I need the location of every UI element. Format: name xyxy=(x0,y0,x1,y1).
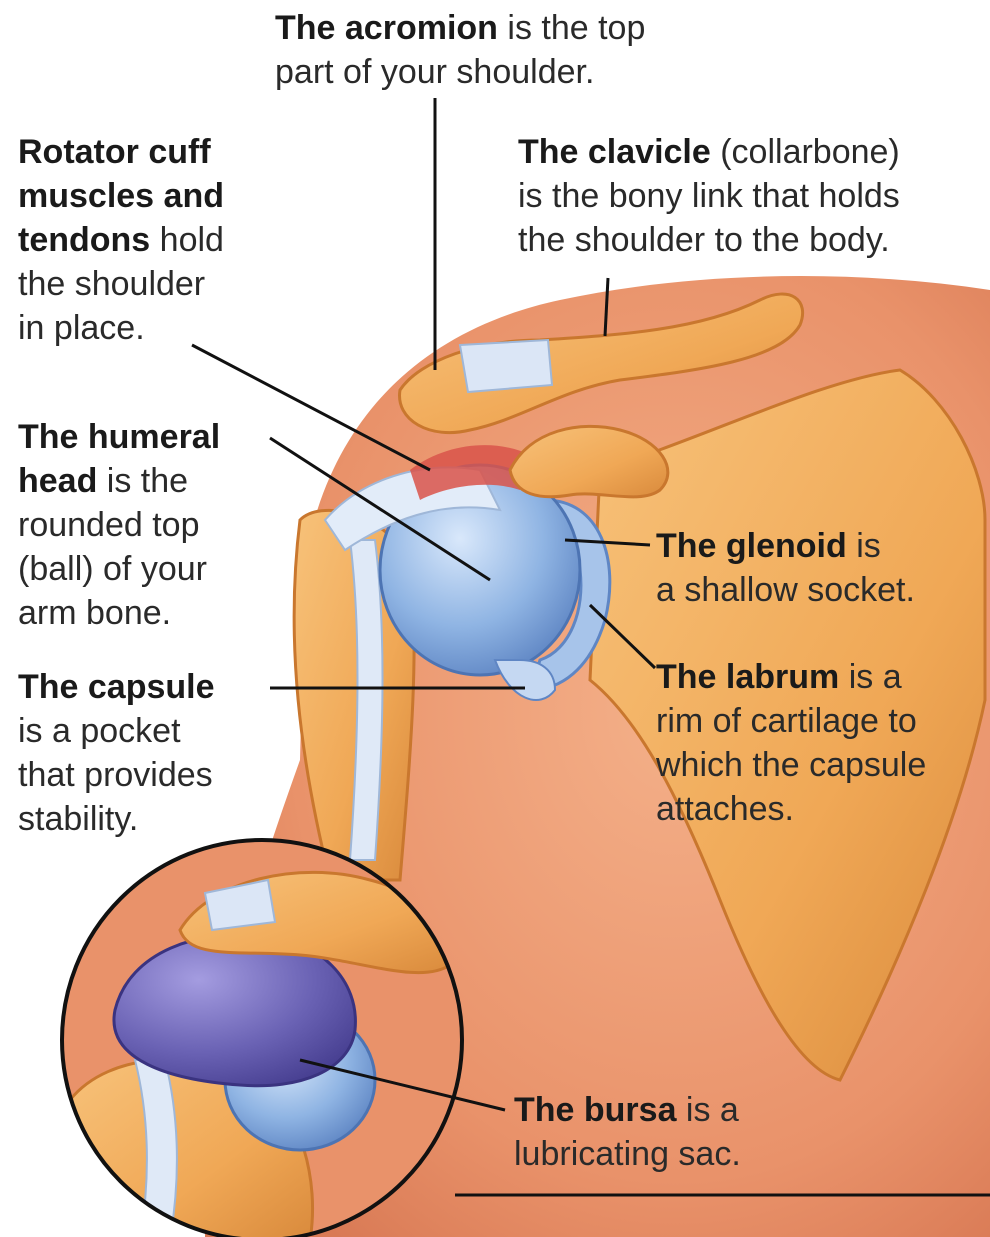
label-capsule: The capsule is a pocket that provides st… xyxy=(18,665,215,841)
label-bursa: The bursa is a lubricating sac. xyxy=(514,1088,741,1176)
label-labrum: The labrum is a rim of cartilage to whic… xyxy=(656,655,926,831)
label-humeral-head: The humeral head is the rounded top (bal… xyxy=(18,415,220,635)
acromioclavicular-ligament xyxy=(460,340,552,392)
label-acromion: The acromion is the top part of your sho… xyxy=(275,6,645,94)
label-glenoid: The glenoid is a shallow socket. xyxy=(656,524,915,612)
label-rotator-cuff: Rotator cuff muscles and tendons hold th… xyxy=(18,130,224,350)
label-clavicle: The clavicle (collarbone) is the bony li… xyxy=(518,130,900,262)
